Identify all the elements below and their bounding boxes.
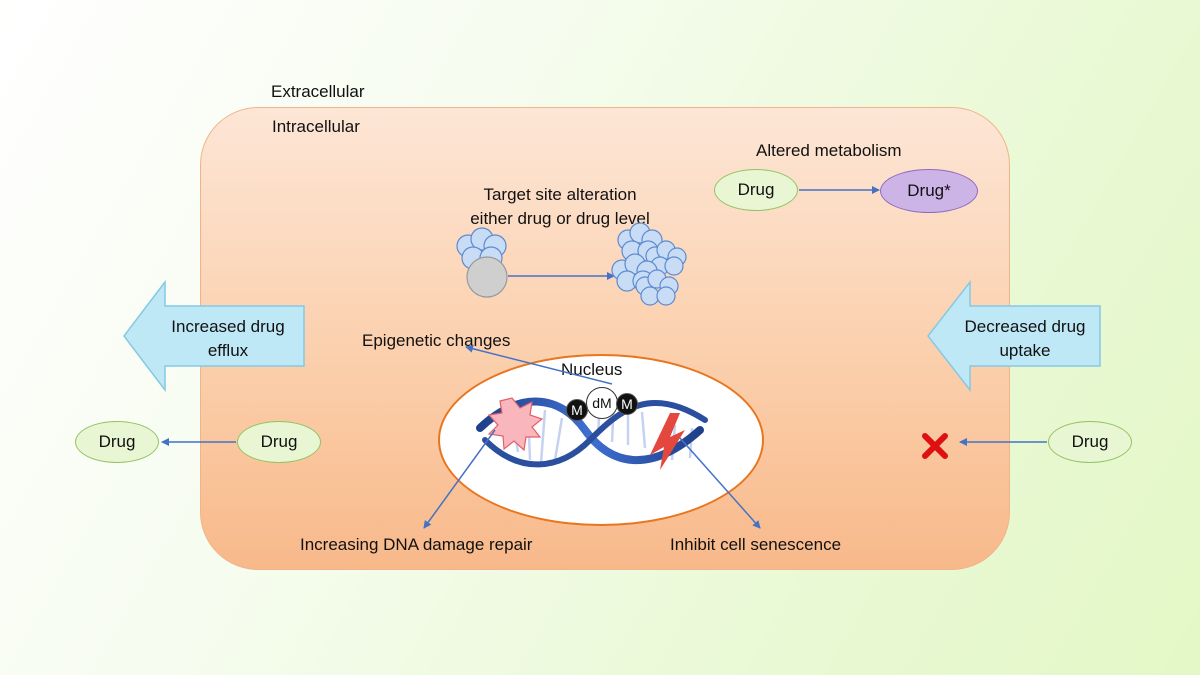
efflux-outside-drug-oval: Drug bbox=[75, 421, 159, 463]
drug-target-circle bbox=[466, 256, 508, 298]
target-cloud-cluster-icon bbox=[611, 222, 687, 306]
methyl-mark-left: M bbox=[566, 399, 588, 421]
efflux-label-line1: Increased drug bbox=[171, 317, 285, 336]
altered-metabolism-label: Altered metabolism bbox=[756, 141, 902, 160]
target-site-label: Target site alteration either drug or dr… bbox=[440, 183, 680, 231]
demethylation-mark: dM bbox=[586, 387, 618, 419]
efflux-label: Increased drug efflux bbox=[158, 315, 298, 363]
intracellular-label: Intracellular bbox=[272, 117, 360, 136]
efflux-inside-drug-oval: Drug bbox=[237, 421, 321, 463]
uptake-label-line2: uptake bbox=[999, 341, 1051, 360]
blocked-uptake-x-icon bbox=[922, 433, 948, 459]
extracellular-label: Extracellular bbox=[271, 82, 365, 101]
uptake-outside-drug-oval: Drug bbox=[1048, 421, 1132, 463]
efflux-block-arrow bbox=[123, 279, 305, 393]
uptake-label: Decreased drug uptake bbox=[950, 315, 1100, 363]
epigenetic-arrow bbox=[465, 344, 613, 385]
senescence-label: Inhibit cell senescence bbox=[670, 535, 842, 554]
lightning-icon bbox=[650, 413, 685, 470]
dna-repair-label: Increasing DNA damage repair bbox=[300, 535, 533, 554]
efflux-label-line2: efflux bbox=[207, 341, 249, 360]
target-site-line2: either drug or drug level bbox=[470, 209, 650, 228]
uptake-label-line1: Decreased drug bbox=[964, 317, 1086, 336]
senescence-arrow bbox=[679, 437, 761, 529]
uptake-block-arrow bbox=[927, 279, 1101, 393]
dna-repair-arrow bbox=[423, 429, 496, 529]
nucleus bbox=[438, 354, 764, 526]
target-site-line1: Target site alteration bbox=[483, 185, 637, 204]
metabolism-drug-star-oval: Drug* bbox=[880, 169, 978, 213]
metabolism-drug-oval: Drug bbox=[714, 169, 798, 211]
dna-damage-starburst-icon bbox=[487, 397, 544, 452]
methyl-mark-right: M bbox=[616, 393, 638, 415]
